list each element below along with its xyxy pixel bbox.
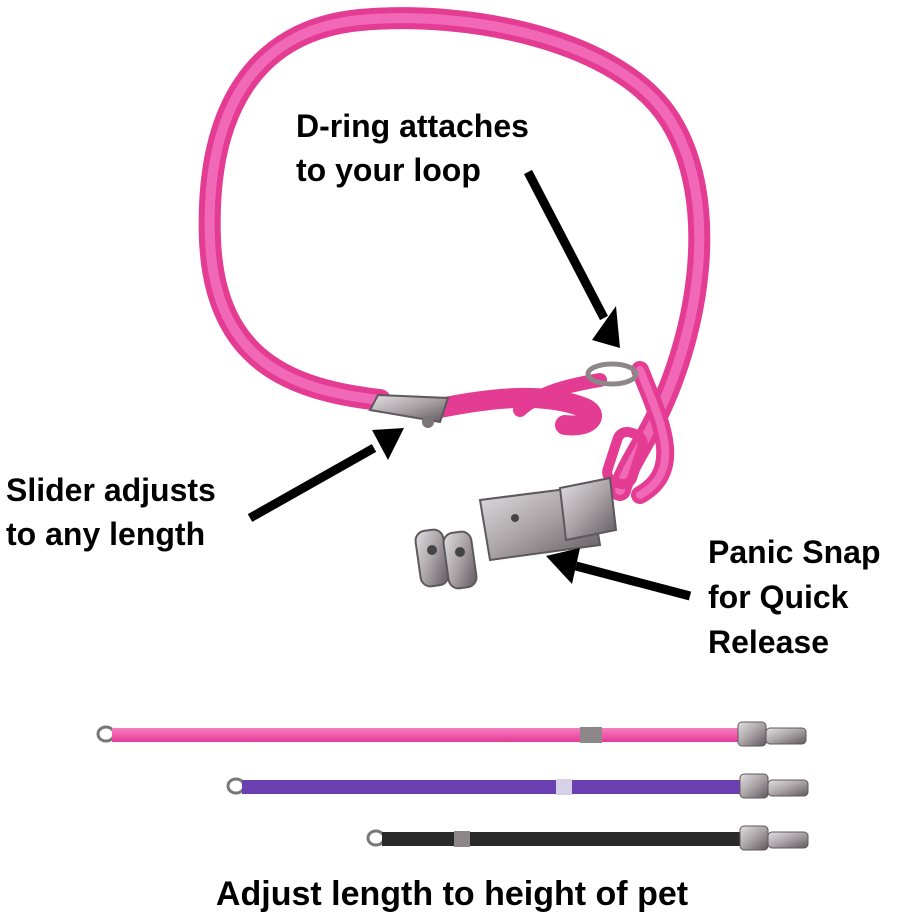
panic-snap-callout: Panic Snap for Quick Release: [708, 530, 881, 665]
arrow-to-panic-snap: [546, 548, 692, 601]
d-ring-callout-line-2: to your loop: [296, 152, 481, 188]
pink-straight-leash: [96, 721, 807, 747]
pink-loop-leash: [198, 7, 711, 504]
d-ring-callout: D-ring attaches to your loop: [296, 104, 529, 192]
arrow-to-d-ring: [524, 169, 620, 348]
panic-snap-callout-line-1: Panic Snap: [708, 534, 881, 570]
slider-callout-line-2: to any length: [6, 516, 206, 552]
slider-callout: Slider adjusts to any length: [6, 468, 216, 556]
purple-straight-leash: [226, 773, 809, 799]
d-ring: [585, 361, 639, 387]
black-straight-leash: [366, 825, 809, 851]
slider-buckle: [368, 393, 450, 428]
bottom-caption: Adjust length to height of pet: [215, 875, 689, 913]
panic-snap-callout-line-2: for Quick: [708, 579, 849, 615]
slider-callout-line-1: Slider adjusts: [6, 472, 216, 508]
panic-snap-callout-line-3: Release: [708, 624, 829, 660]
arrow-to-slider: [247, 428, 404, 522]
panic-snap: [414, 426, 648, 590]
d-ring-callout-line-1: D-ring attaches: [296, 108, 529, 144]
